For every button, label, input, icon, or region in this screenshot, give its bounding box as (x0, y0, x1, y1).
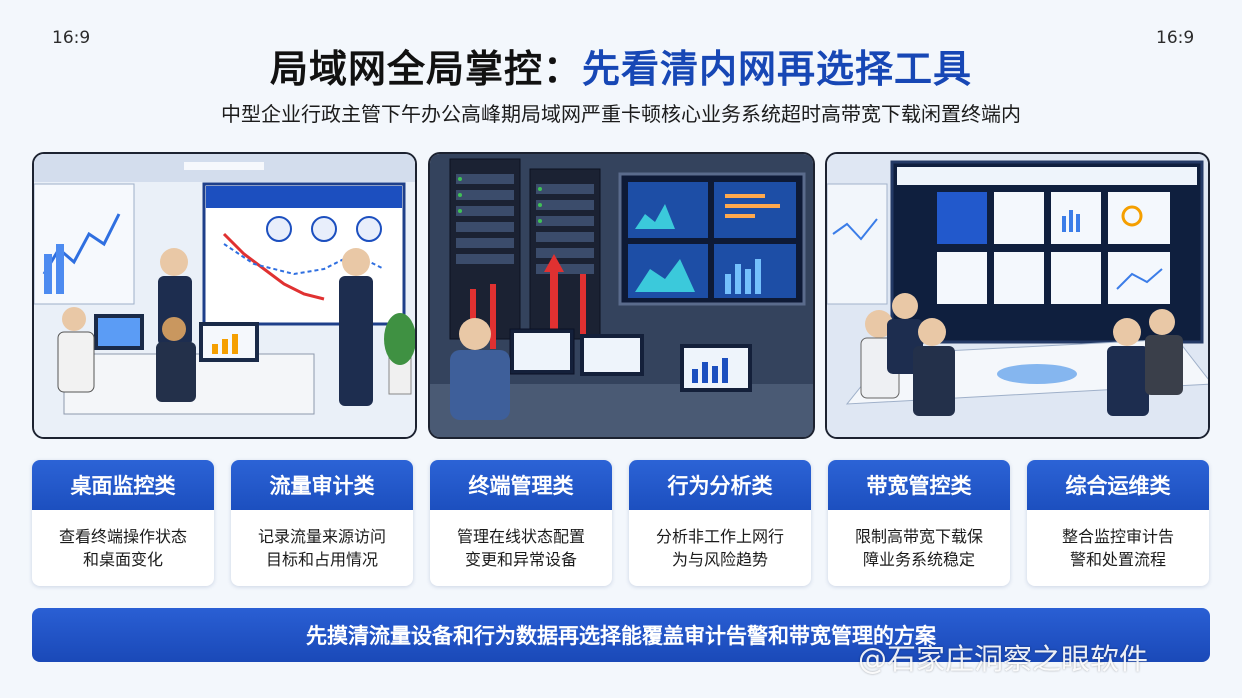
card-title: 行为分析类 (629, 460, 811, 510)
card-description: 记录流量来源访问目标和占用情况 (257, 527, 386, 569)
card-title: 综合运维类 (1027, 460, 1209, 510)
watermark: @石家庄洞察之眼软件 (858, 642, 1149, 676)
card-behavior-analysis: 行为分析类 分析非工作上网行为与风险趋势 (629, 460, 811, 586)
server-room-illustration (428, 152, 815, 439)
card-title: 终端管理类 (430, 460, 612, 510)
card-title: 带宽管控类 (828, 460, 1010, 510)
aspect-ratio-label-right: 16:9 (1156, 28, 1195, 48)
card-desktop-monitoring: 桌面监控类 查看终端操作状态和桌面变化 (32, 460, 214, 586)
card-description: 管理在线状态配置变更和异常设备 (456, 527, 585, 569)
card-title: 桌面监控类 (32, 460, 214, 510)
title-part-1: 局域网全局掌控： (269, 47, 582, 91)
aspect-ratio-label-left: 16:9 (52, 28, 91, 48)
card-title: 流量审计类 (231, 460, 413, 510)
page-subtitle: 中型企业行政主管下午办公高峰期局域网严重卡顿核心业务系统超时高带宽下载闲置终端内 (221, 102, 1021, 126)
office-meeting-illustration (32, 152, 417, 439)
card-terminal-management: 终端管理类 管理在线状态配置变更和异常设备 (430, 460, 612, 586)
card-description: 查看终端操作状态和桌面变化 (58, 527, 187, 569)
card-traffic-audit: 流量审计类 记录流量来源访问目标和占用情况 (231, 460, 413, 586)
page-title: 局域网全局掌控：先看清内网再选择工具 (0, 38, 1242, 93)
card-description: 限制高带宽下载保障业务系统稳定 (854, 527, 983, 569)
card-description: 整合监控审计告警和处置流程 (1061, 527, 1174, 569)
conclusion-banner: 先摸清流量设备和行为数据再选择能覆盖审计告警和带宽管理的方案 (32, 608, 1210, 662)
title-part-2: 先看清内网再选择工具 (582, 47, 973, 91)
card-bandwidth-control: 带宽管控类 限制高带宽下载保障业务系统稳定 (828, 460, 1010, 586)
card-description: 分析非工作上网行为与风险趋势 (655, 527, 784, 569)
card-integrated-ops: 综合运维类 整合监控审计告警和处置流程 (1027, 460, 1209, 586)
control-room-illustration (825, 152, 1210, 439)
